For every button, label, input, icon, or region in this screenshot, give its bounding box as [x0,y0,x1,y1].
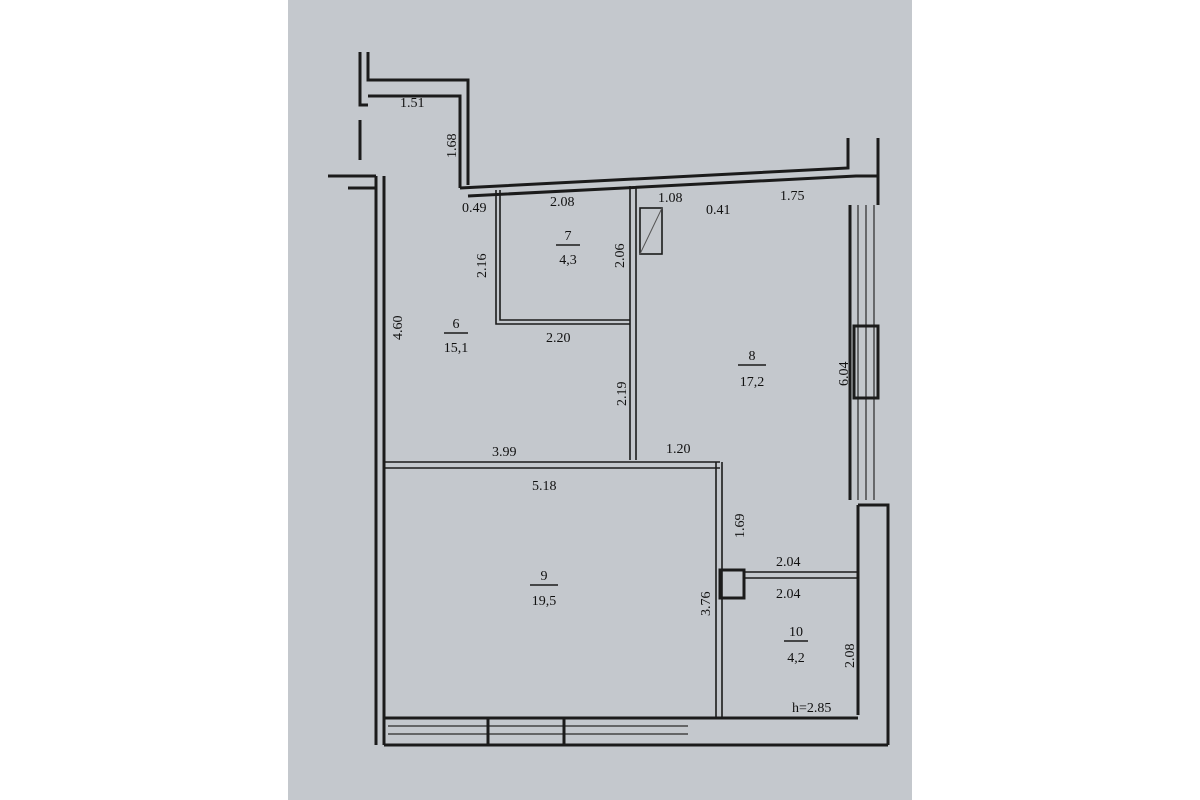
column [718,568,746,600]
room7-wall-left-bottom-2 [495,190,630,325]
dim-2-06: 2.06 [613,244,628,269]
room7-area: 4,3 [559,253,577,268]
top-wall-outer [459,138,850,190]
dim-3-99: 3.99 [492,445,517,460]
dim-1-69: 1.69 [733,514,748,539]
right-window-pier [852,324,880,400]
vent-shaft-hatch [639,207,663,255]
room10-number: 10 [789,625,803,640]
dim-1-51: 1.51 [400,96,425,111]
dim-3-76: 3.76 [699,592,714,617]
bottom-window-pier [486,716,566,747]
partitions [384,186,858,718]
room9-area: 19,5 [532,594,557,609]
floor-plan: 6 15,1 7 4,3 8 17,2 9 19,5 10 4,2 1.51 1… [328,52,890,747]
room6-area: 15,1 [444,341,469,356]
room7-number: 7 [565,229,572,244]
dim-2-19: 2.19 [615,382,630,407]
top-wall-inner [467,138,880,198]
room8-area: 17,2 [740,375,765,390]
plan-sheet: 6 15,1 7 4,3 8 17,2 9 19,5 10 4,2 1.51 1… [288,0,912,800]
outer-walls [328,52,890,747]
upper-left-wall-c [368,94,462,188]
dim-4-60: 4.60 [391,316,406,341]
room6-number: 6 [453,317,460,332]
dim-5-18: 5.18 [532,479,557,494]
dim-1-20: 1.20 [666,442,691,457]
dim-1-08: 1.08 [658,191,683,206]
dim-2-04-a: 2.04 [776,555,801,570]
dim-1-68: 1.68 [445,134,460,159]
dim-1-75: 1.75 [780,189,805,204]
windows [388,205,880,747]
dim-2-16: 2.16 [475,254,490,279]
upper-left-wall-b [366,52,470,185]
dim-6-04: 6.04 [837,362,852,387]
room9-number: 9 [541,569,548,584]
ceiling-height: h=2.85 [792,701,831,716]
dim-2-04-b: 2.04 [776,587,801,602]
dim-2-20: 2.20 [546,331,571,346]
room7-wall-left-bottom [499,190,630,321]
room10-area: 4,2 [787,651,805,666]
dim-2-08-side: 2.08 [843,644,858,669]
room-labels: 6 15,1 7 4,3 8 17,2 9 19,5 10 4,2 [444,229,808,666]
room8-number: 8 [749,349,756,364]
right-wall-lower-outer [858,503,890,745]
dim-0-49: 0.49 [462,201,487,216]
dimension-labels: 1.51 1.68 0.49 2.08 1.08 0.41 1.75 2.16 … [391,96,858,716]
upper-left-wall-a [358,52,368,107]
dim-2-08-top: 2.08 [550,195,575,210]
vent-shaft [639,207,663,255]
dim-0-41: 0.41 [706,203,731,218]
